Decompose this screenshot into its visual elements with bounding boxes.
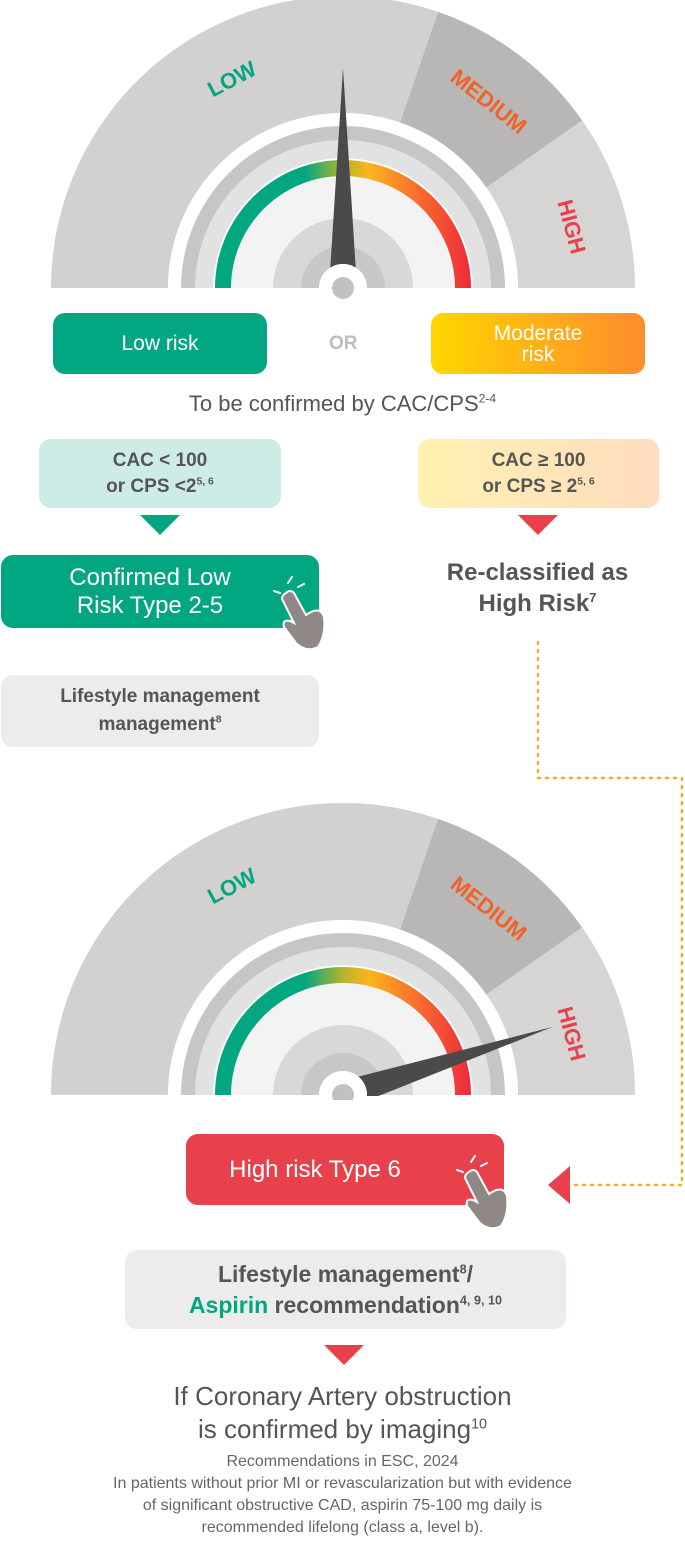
confirmed-low-risk-button[interactable]: Confirmed Low Risk Type 2-5 (1, 555, 319, 628)
lifestyle-aspirin-box: Lifestyle management8/ Aspirin recommend… (125, 1250, 566, 1329)
high-criteria-box: CAC ≥ 100 or CPS ≥ 25, 6 (418, 439, 659, 508)
high-risk-button[interactable]: High risk Type 6 (186, 1134, 504, 1205)
tap-hand-icon (273, 576, 326, 650)
low-risk-button[interactable]: Low risk (53, 313, 267, 374)
confirm-text: To be confirmed by CAC/CPS2-4 (188, 391, 497, 416)
reclassified-text: Re-classified as High Risk7 (446, 559, 629, 617)
gauge-segment-low (51, 803, 439, 1095)
arrow-down-icon (140, 515, 180, 535)
arrow-left-icon (548, 1166, 570, 1204)
aspirin-label: Aspirin (188, 1291, 269, 1318)
moderate-risk-button[interactable]: Moderate risk (431, 313, 645, 374)
or-label: OR (329, 333, 358, 354)
arrow-down-icon (518, 515, 558, 535)
gauge-segment-medium (399, 11, 583, 188)
gauge-segment-medium (399, 818, 583, 995)
gauge-needle (329, 68, 357, 288)
footer-heading: If Coronary Artery obstruction is confir… (173, 1381, 512, 1444)
gauge-needle (338, 1027, 553, 1100)
tap-hand-icon (456, 1155, 509, 1229)
low-criteria-box: CAC < 100 or CPS <25, 6 (39, 439, 281, 508)
gauge-segment-low (51, 0, 439, 288)
gauge-segment-high (486, 120, 635, 288)
gauge-color-arc (215, 160, 471, 288)
gauge-color-arc (215, 967, 471, 1095)
arrow-down-icon (324, 1345, 364, 1365)
